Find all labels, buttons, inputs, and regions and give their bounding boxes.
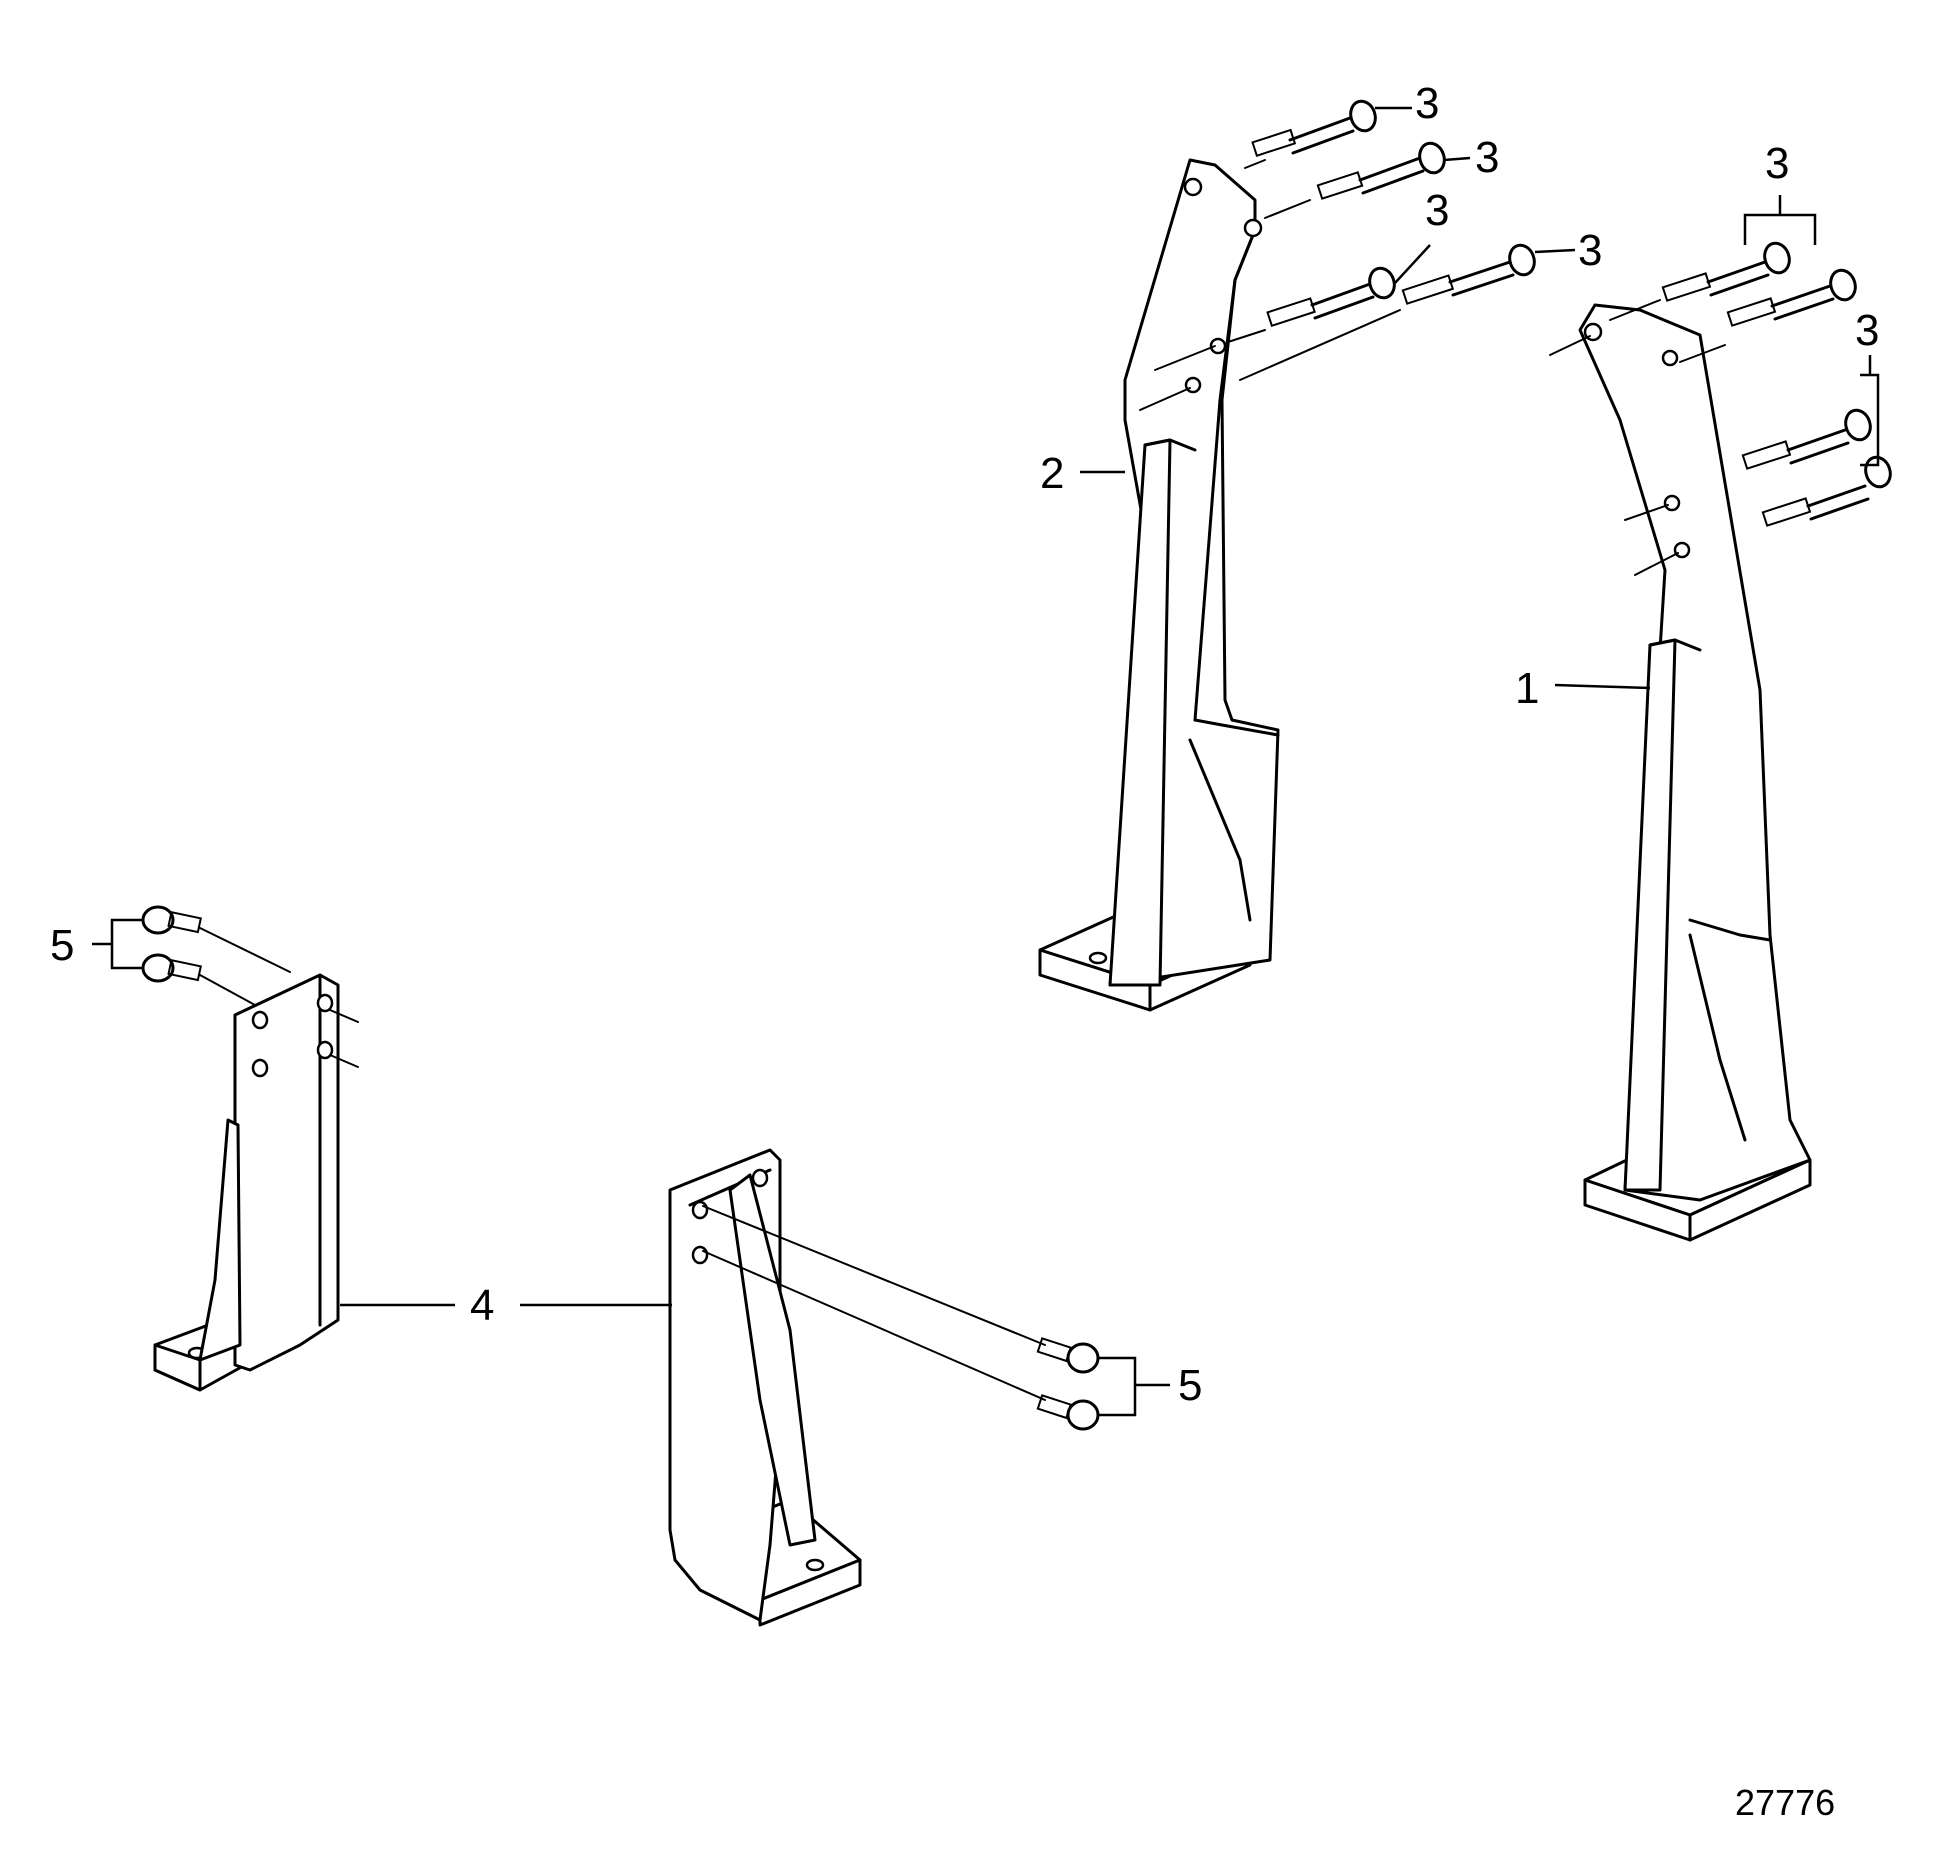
bolt-3-right-d [1761, 455, 1892, 527]
callout-4: 4 [470, 1281, 494, 1330]
callout-leaders [92, 106, 1880, 1417]
figure-number: 27776 [1735, 1782, 1835, 1823]
callout-5-b: 5 [1178, 1361, 1202, 1410]
bolt-5-center-b [1036, 1394, 1100, 1431]
callout-3-d: 3 [1578, 226, 1602, 275]
callout-1: 1 [1515, 664, 1539, 713]
bolt-5-center-a [1036, 1337, 1100, 1374]
callout-5-a: 5 [50, 921, 74, 970]
callout-3-a: 3 [1415, 79, 1439, 128]
bolt-3-right-b [1679, 268, 1857, 363]
bracket-part-4-center [668, 1148, 1046, 1627]
callout-3-c: 3 [1425, 186, 1449, 235]
bolt-3-upper-b [1264, 141, 1446, 219]
bracket-part-4-left [153, 973, 359, 1392]
bolt-5-left-b [141, 953, 256, 1006]
bolt-3-lower-a [1227, 266, 1396, 343]
callout-3-e: 3 [1765, 139, 1789, 188]
engine-bracket-part-2 [1038, 158, 1280, 1012]
engine-bracket-part-1 [1549, 303, 1812, 1242]
callout-3-b: 3 [1475, 133, 1499, 182]
bolt-3-right-c [1741, 408, 1872, 470]
bolt-5-left-a [141, 905, 291, 973]
callout-3-f: 3 [1855, 306, 1879, 355]
bolt-3-lower-b [1239, 243, 1536, 381]
callout-2: 2 [1040, 449, 1064, 498]
bolt-3-upper-a [1244, 99, 1377, 169]
bolt-3-right-a [1609, 241, 1791, 321]
